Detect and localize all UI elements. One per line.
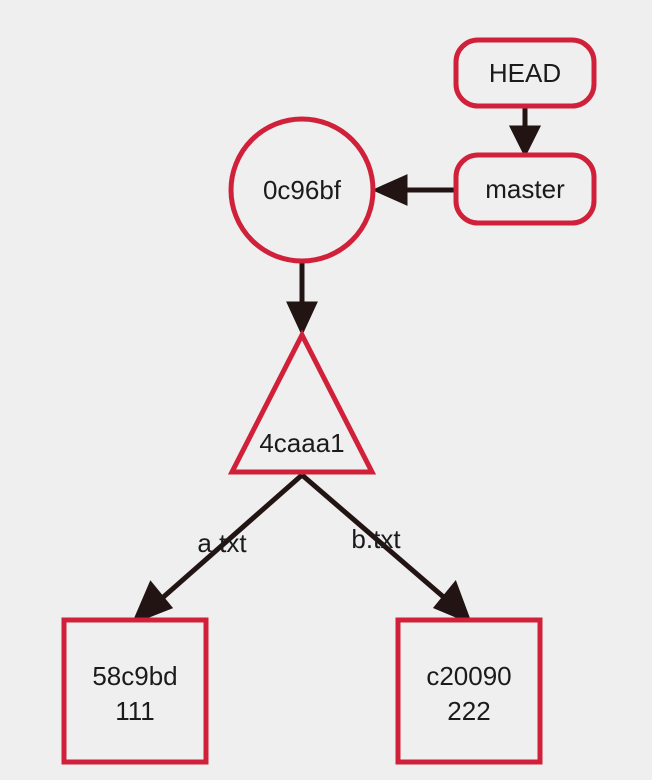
edge-label-b-txt: b.txt — [351, 524, 401, 554]
tree-triangle — [227, 329, 377, 475]
node-tree: 4caaa1 — [227, 329, 377, 475]
commit-label: 0c96bf — [263, 175, 342, 205]
arrowhead-tree-to-blob-a — [131, 580, 174, 625]
blob-b-content: 222 — [447, 696, 490, 726]
arrowhead-head-to-master — [508, 125, 542, 158]
arrowhead-tree-to-blob-b — [432, 580, 473, 625]
node-head: HEAD — [453, 37, 597, 109]
blob-a-square — [61, 617, 209, 765]
node-blob-a: 58c9bd 111 — [61, 617, 209, 765]
node-commit: 0c96bf — [228, 116, 376, 264]
tree-label: 4caaa1 — [259, 428, 344, 458]
edge-label-a-txt: a.txt — [197, 528, 247, 558]
blob-a-content: 111 — [115, 696, 155, 726]
head-label: HEAD — [489, 58, 561, 88]
blob-b-square — [395, 617, 543, 765]
master-label: master — [485, 174, 565, 204]
edge-tree-to-blob-a — [158, 473, 304, 602]
node-blob-b: c20090 222 — [395, 617, 543, 765]
node-master: master — [453, 152, 597, 226]
master-branch-box — [453, 152, 597, 226]
head-ref-box — [453, 37, 597, 109]
arrowhead-master-to-commit — [371, 174, 408, 206]
blob-a-hash: 58c9bd — [92, 661, 177, 691]
commit-circle — [228, 116, 376, 264]
arrowhead-commit-to-tree — [286, 301, 318, 336]
edges — [131, 107, 542, 625]
blob-b-hash: c20090 — [426, 661, 511, 691]
edge-tree-to-blob-b — [300, 473, 449, 602]
